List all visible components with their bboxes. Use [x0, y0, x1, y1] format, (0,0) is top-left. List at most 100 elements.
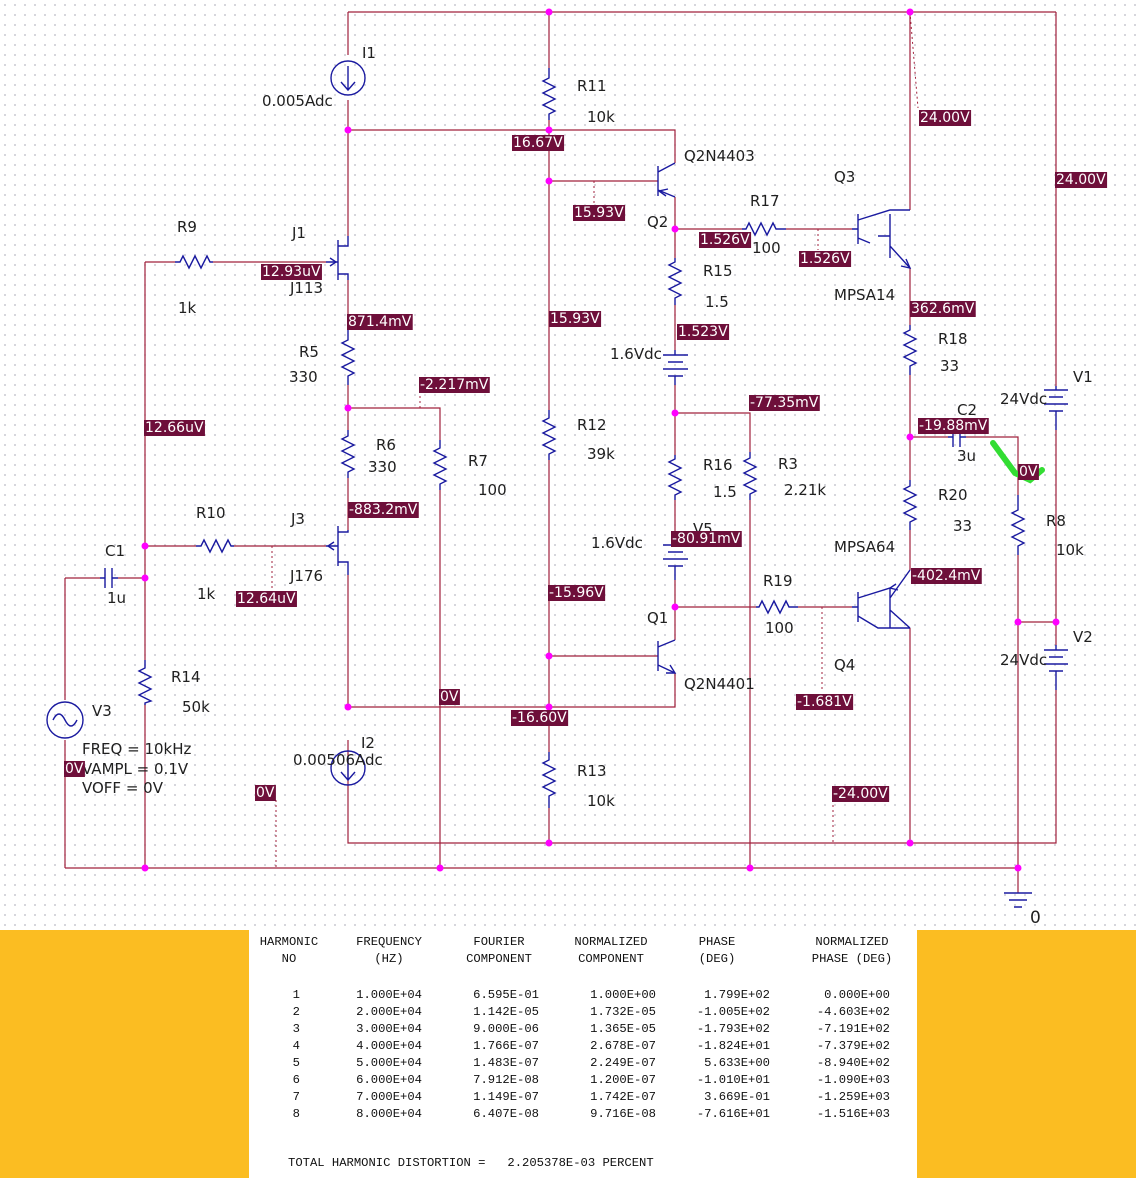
- i2-value: 0.00506Adc: [293, 751, 383, 769]
- voltage-label-c2-left: -19.88mV: [918, 418, 989, 434]
- harmonic-cell-phase: 5.633E+00: [704, 1056, 770, 1070]
- resistor-r18-symbol[interactable]: [902, 325, 918, 375]
- harmonic-cell-phase: -1.824E+01: [696, 1039, 770, 1053]
- harmonic-cell-norm: 9.716E-08: [590, 1107, 656, 1121]
- q1-model: Q2N4401: [684, 675, 755, 693]
- harmonic-cell-norm: 1.200E-07: [590, 1073, 656, 1087]
- r8-name: R8: [1046, 512, 1066, 530]
- resistor-r17-symbol[interactable]: [742, 221, 786, 237]
- col-header-harmonic: HARMONIC NO: [259, 935, 319, 966]
- voltage-label-q3-base: 1.526V: [799, 251, 852, 267]
- current-source-i2-symbol[interactable]: [330, 750, 366, 786]
- r10-name: R10: [196, 504, 226, 522]
- harmonic-cell-norm-phase: -7.191E+02: [816, 1022, 890, 1036]
- q2-model: Q2N4403: [684, 147, 755, 165]
- capacitor-c2-symbol[interactable]: [948, 427, 966, 447]
- capacitor-c1-symbol[interactable]: [100, 568, 118, 588]
- r6-name: R6: [376, 436, 396, 454]
- harmonic-cell-norm-phase: -1.516E+03: [816, 1107, 890, 1121]
- voltage-label-r7-bottom: 0V: [439, 689, 460, 705]
- i1-value: 0.005Adc: [262, 92, 333, 110]
- v3-freq: FREQ = 10kHz: [82, 740, 191, 758]
- resistor-r5-symbol[interactable]: [340, 330, 356, 385]
- r18-value: 33: [940, 357, 959, 375]
- resistor-r16-symbol[interactable]: [667, 455, 683, 500]
- q2-name: Q2: [647, 213, 668, 231]
- voltage-label-r5-bottom: -2.217mV: [419, 377, 490, 393]
- harmonic-cell-no: 6: [292, 1073, 300, 1087]
- harmonic-cell-fourier: 6.595E-01: [473, 988, 539, 1002]
- resistor-r15-symbol[interactable]: [667, 258, 683, 305]
- resistor-r20-symbol[interactable]: [902, 480, 918, 530]
- r14-name: R14: [171, 668, 201, 686]
- svg-text:12.66uV: 12.66uV: [145, 420, 204, 436]
- battery-v2-symbol[interactable]: [1044, 645, 1068, 690]
- voltage-label-q3-collector: 24.00V: [919, 110, 972, 126]
- harmonic-cell-phase: -7.616E+01: [696, 1107, 770, 1121]
- v3-name: V3: [92, 702, 112, 720]
- ground-label: 0: [1030, 908, 1041, 928]
- jfet-j3-symbol[interactable]: [326, 526, 349, 575]
- voltage-label-neg-rail: -24.00V: [832, 786, 890, 802]
- svg-text:-2.217mV: -2.217mV: [420, 377, 489, 393]
- battery-v4-symbol[interactable]: [663, 350, 688, 385]
- harmonic-cell-freq: 4.000E+04: [356, 1039, 422, 1053]
- r15-name: R15: [703, 262, 733, 280]
- c1-value: 1u: [107, 589, 126, 607]
- resistor-r14-symbol[interactable]: [137, 660, 153, 705]
- r12-name: R12: [577, 416, 607, 434]
- resistor-r13-symbol[interactable]: [541, 752, 557, 808]
- svg-text:-883.2mV: -883.2mV: [349, 502, 418, 518]
- harmonic-cell-fourier: 9.000E-06: [473, 1022, 539, 1036]
- resistor-r12-symbol[interactable]: [541, 410, 557, 460]
- harmonic-cell-fourier: 1.483E-07: [473, 1056, 539, 1070]
- c2-value: 3u: [957, 447, 976, 465]
- svg-text:-16.60V: -16.60V: [512, 710, 567, 726]
- svg-text:16.67V: 16.67V: [513, 135, 563, 151]
- circuit-schematic[interactable]: I1 0.005Adc R11 10k Q2N4403 Q2 Q3 R17 10…: [0, 0, 1136, 930]
- svg-text:-24.00V: -24.00V: [833, 786, 888, 802]
- r20-value: 33: [953, 517, 972, 535]
- harmonic-cell-fourier: 1.149E-07: [473, 1090, 539, 1104]
- r5-value: 330: [289, 368, 318, 386]
- j1-model: J113: [289, 279, 323, 297]
- voltage-label-q2-emitter: 1.526V: [699, 232, 752, 248]
- resistor-r8-symbol[interactable]: [1010, 495, 1026, 555]
- harmonic-cell-norm: 1.732E-05: [590, 1005, 656, 1019]
- r16-name: R16: [703, 456, 733, 474]
- harmonic-cell-norm: 1.365E-05: [590, 1022, 656, 1036]
- r17-name: R17: [750, 192, 780, 210]
- jfet-j1-symbol[interactable]: [326, 236, 349, 280]
- harmonic-cell-norm-phase: -4.603E+02: [816, 1005, 890, 1019]
- current-source-i1-symbol[interactable]: [330, 60, 366, 96]
- bjt-q1-symbol[interactable]: [657, 639, 677, 674]
- schematic-canvas[interactable]: I1 0.005Adc R11 10k Q2N4403 Q2 Q3 R17 10…: [0, 0, 1136, 930]
- resistor-r19-symbol[interactable]: [756, 599, 798, 615]
- col-header-phase: PHASE (DEG): [698, 935, 736, 966]
- resistor-r6-symbol[interactable]: [340, 430, 356, 478]
- svg-text:15.93V: 15.93V: [574, 205, 624, 221]
- i2-name: I2: [361, 734, 375, 752]
- sine-source-v3-symbol[interactable]: [46, 701, 84, 739]
- bjt-q4-symbol[interactable]: [852, 569, 911, 629]
- voltage-label-q4-emitter: -402.4mV: [911, 568, 982, 584]
- resistor-r7-symbol[interactable]: [432, 440, 448, 490]
- harmonic-cell-freq: 6.000E+04: [356, 1073, 422, 1087]
- harmonic-cell-norm-phase: -8.940E+02: [816, 1056, 890, 1070]
- resistor-r10-symbol[interactable]: [196, 538, 234, 554]
- battery-v1-symbol[interactable]: [1044, 386, 1068, 430]
- ground-symbol: [1004, 892, 1032, 908]
- resistor-r11-symbol[interactable]: [541, 68, 557, 120]
- voltage-label-ground-left: 0V: [255, 785, 276, 801]
- svg-text:0V: 0V: [256, 785, 275, 801]
- r19-name: R19: [763, 572, 793, 590]
- r20-name: R20: [938, 486, 968, 504]
- voltage-label-input-node: 12.66uV: [144, 420, 205, 436]
- r5-name: R5: [299, 343, 319, 361]
- bjt-q3-symbol[interactable]: [852, 209, 912, 269]
- r15-value: 1.5: [705, 293, 729, 311]
- harmonic-cell-norm: 2.249E-07: [590, 1056, 656, 1070]
- bjt-q2-symbol[interactable]: [657, 162, 676, 198]
- resistor-r3-symbol[interactable]: [742, 452, 758, 500]
- resistor-r9-symbol[interactable]: [175, 254, 213, 270]
